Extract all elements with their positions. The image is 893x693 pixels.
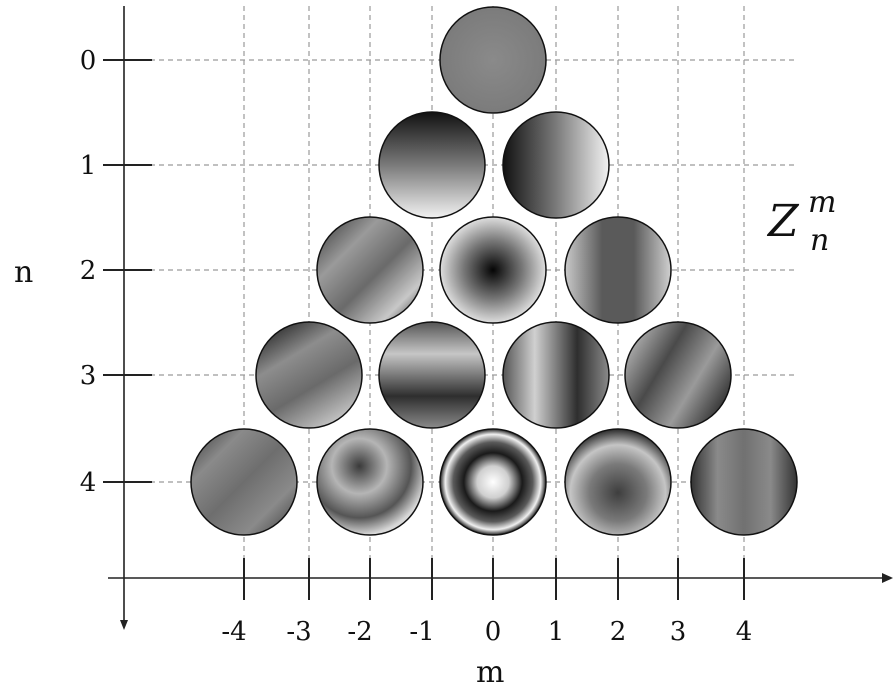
m-tick-label-1: 1 [548,617,565,647]
zernike-circle-n3-m1 [502,321,610,429]
n-axis-arrow [120,620,128,630]
zernike-circle-n1-m1 [502,111,610,219]
zernike-circle-n3-mneg3 [255,321,363,429]
n-tick-label-0: 0 [80,46,97,76]
m-tick-label-4: 4 [736,617,753,647]
symbol-base: Z [766,196,800,247]
n-tick-label-4: 4 [80,468,97,498]
symbol-subscript: n [810,223,829,258]
n-tick-label-2: 2 [80,256,97,286]
zernike-circle-n2-mneg2 [316,216,424,324]
symbol-superscript: m [808,185,836,220]
zernike-circle-n4-m2 [564,428,672,536]
zernike-circle-n4-mneg2 [316,428,424,536]
zernike-circles [190,6,798,536]
zernike-circle-n2-m2 [564,216,672,324]
zernike-circle-n1-mneg1 [378,111,486,219]
zernike-circle-n3-m3 [624,321,732,429]
zernike-circle-n4-m0 [439,428,547,536]
axis-m-title: m [476,655,504,690]
n-tick-label-1: 1 [80,151,97,181]
m-axis-arrow [882,573,893,583]
n-tick-label-3: 3 [80,361,97,391]
axis-n-title: n [14,255,33,290]
m-tick-label-0: 0 [485,617,502,647]
zernike-circle-n4-mneg4 [190,428,298,536]
m-tick-label--1: -1 [409,617,434,647]
m-tick-label-3: 3 [670,617,687,647]
zernike-circle-n0-m0 [439,6,547,114]
axes [103,6,893,630]
m-tick-label--3: -3 [286,617,311,647]
zernike-circle-n2-m0 [439,216,547,324]
m-tick-label--4: -4 [221,617,246,647]
m-tick-label-2: 2 [610,617,627,647]
zernike-symbol: Z m n [766,185,836,258]
zernike-circle-n3-mneg1 [378,321,486,429]
m-tick-label--2: -2 [347,617,372,647]
axis-labels: 0 1 2 3 4 -4 -3 -2 -1 0 1 2 3 4 [80,46,753,647]
zernike-circle-n4-m4 [690,428,798,536]
